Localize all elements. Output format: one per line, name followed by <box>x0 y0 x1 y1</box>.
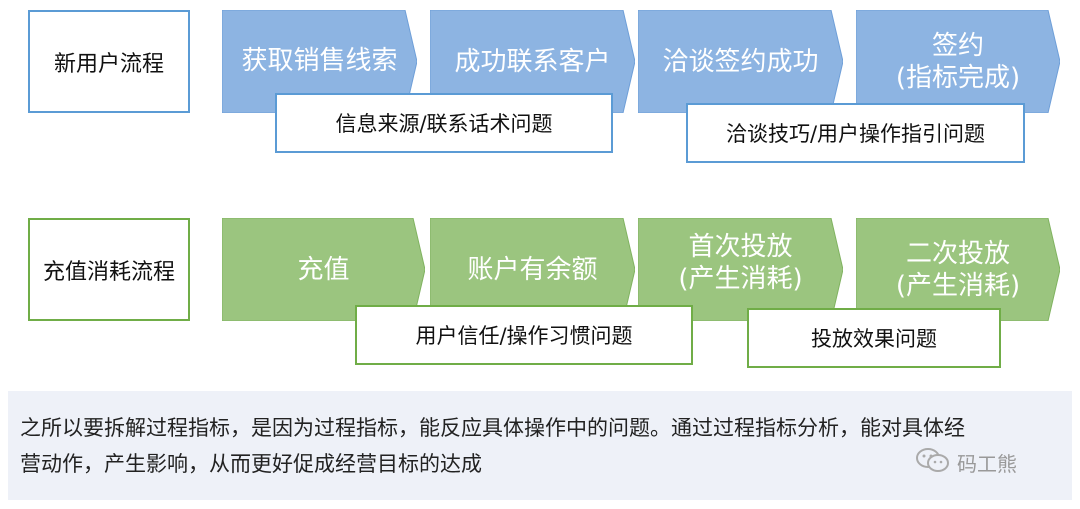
flow2-step-2-text: 账户有余额 <box>467 254 598 285</box>
flow1-step-4-line2: (指标完成) <box>895 62 1021 93</box>
watermark: 码工熊 <box>915 446 1017 479</box>
flow1-step-2: 成功联系客户 <box>430 10 635 113</box>
flow2-step-4-line2: (产生消耗) <box>895 270 1021 301</box>
flow2-step-1-text: 充值 <box>297 254 350 285</box>
flow1-step-1: 获取销售线索 <box>222 10 417 113</box>
flow1-issue-2: 洽谈技巧/用户操作指引问题 <box>686 103 1025 163</box>
flow2-step-3-line2: (产生消耗) <box>678 263 803 294</box>
flow2-label: 充值消耗流程 <box>28 218 190 321</box>
flow1-step-1-text: 获取销售线索 <box>241 45 398 76</box>
flow2-issue-2: 投放效果问题 <box>747 308 1001 368</box>
flow1-step-4-line1: 签约 <box>931 30 984 61</box>
flow2-step-3-line1: 首次投放 <box>688 231 793 262</box>
flow1-step-3: 洽谈签约成功 <box>638 10 843 113</box>
flow2-step-4: 二次投放 (产生消耗) <box>856 218 1060 321</box>
flow1-label: 新用户流程 <box>28 10 190 113</box>
flow2-step-2: 账户有余额 <box>430 218 635 321</box>
flow1-step-3-text: 洽谈签约成功 <box>662 46 819 77</box>
flow2-step-1: 充值 <box>222 218 425 321</box>
explanation-line-1: 之所以要拆解过程指标，是因为过程指标，能反应具体操作中的问题。通过过程指标分析，… <box>20 416 965 440</box>
explanation-line-2: 营动作，产生影响，从而更好促成经营目标的达成 <box>20 452 482 476</box>
flow1-step-2-text: 成功联系客户 <box>454 46 611 77</box>
flow1-step-4: 签约 (指标完成) <box>856 10 1060 113</box>
flow2-step-4-line1: 二次投放 <box>905 238 1010 269</box>
wechat-icon <box>915 446 957 479</box>
flow2-step-3: 首次投放 (产生消耗) <box>638 218 843 321</box>
flow2-issue-1: 用户信任/操作习惯问题 <box>355 305 693 365</box>
watermark-text: 码工熊 <box>957 452 1017 476</box>
explanation-panel: 之所以要拆解过程指标，是因为过程指标，能反应具体操作中的问题。通过过程指标分析，… <box>8 391 1072 500</box>
flow1-issue-1: 信息来源/联系话术问题 <box>275 93 613 153</box>
